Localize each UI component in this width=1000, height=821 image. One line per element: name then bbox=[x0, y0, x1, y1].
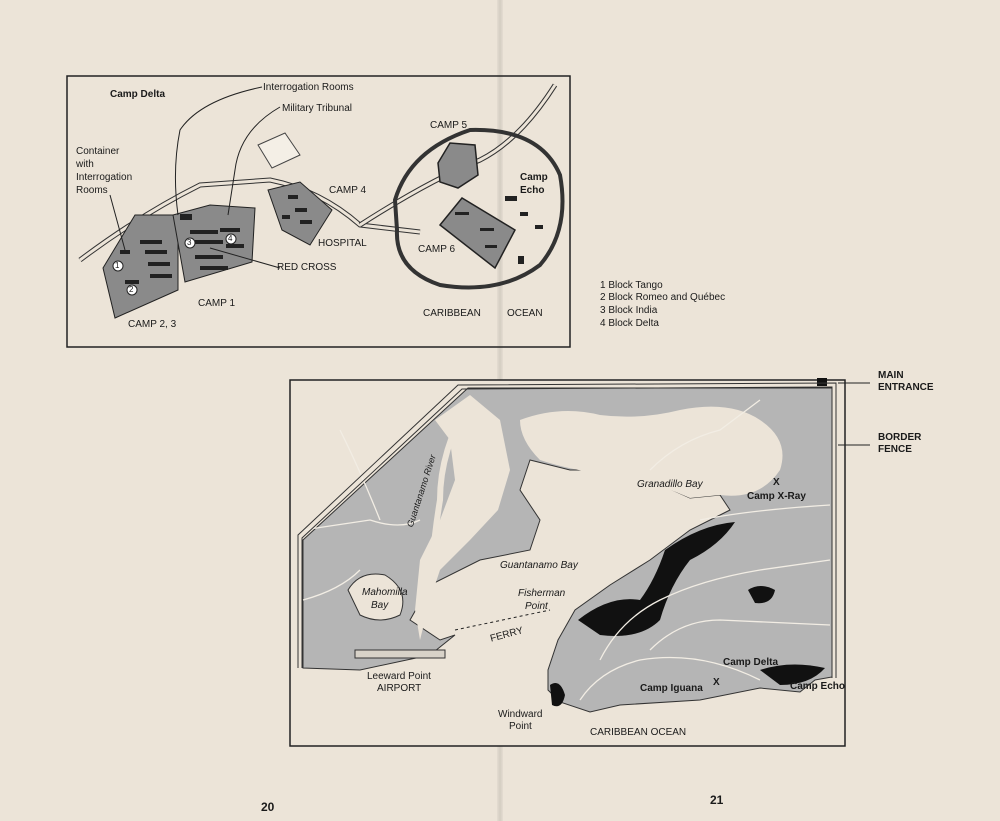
block-marker-3: 3 bbox=[187, 238, 192, 247]
container-label-line3: Interrogation bbox=[76, 172, 133, 183]
camp-iguana-label: Camp Iguana bbox=[640, 683, 703, 694]
camp-delta-title: Camp Delta bbox=[110, 89, 166, 100]
legend-item: 3 Block India bbox=[600, 305, 658, 316]
camp-delta-map-label: Camp Delta bbox=[723, 657, 779, 668]
container-label-line1: Container bbox=[76, 146, 120, 157]
leeward-point-label-line2: AIRPORT bbox=[377, 683, 422, 694]
mahomilla-bay-label-line1: Mahomilla bbox=[362, 587, 408, 598]
guantanamo-bay-map bbox=[289, 378, 870, 747]
fisherman-point-label-line2: Point bbox=[525, 601, 548, 612]
hospital-label: HOSPITAL bbox=[318, 238, 367, 249]
legend-item: 2 Block Romeo and Québec bbox=[600, 292, 726, 303]
camp-xray-marker: X bbox=[773, 477, 780, 488]
interrogation-rooms-label: Interrogation Rooms bbox=[263, 82, 354, 93]
camp-echo-label-line2: Echo bbox=[520, 185, 545, 196]
page-number-left: 20 bbox=[261, 800, 275, 814]
camp4-label: CAMP 4 bbox=[329, 185, 367, 196]
main-entrance-label-line1: MAIN bbox=[878, 370, 904, 381]
windward-point-label-line1: Windward bbox=[498, 709, 543, 720]
red-cross-label: RED CROSS bbox=[277, 262, 337, 273]
page-number-right: 21 bbox=[710, 793, 724, 807]
military-tribunal-label: Military Tribunal bbox=[282, 103, 353, 114]
legend-item: 4 Block Delta bbox=[600, 318, 659, 329]
camp23-label: CAMP 2, 3 bbox=[128, 319, 177, 330]
camp-xray-label: Camp X-Ray bbox=[747, 491, 806, 502]
camp5-label: CAMP 5 bbox=[430, 120, 468, 131]
mahomilla-bay-label-line2: Bay bbox=[371, 600, 389, 611]
camp-delta-inset-map bbox=[66, 75, 571, 348]
granadillo-bay-label: Granadillo Bay bbox=[637, 479, 703, 490]
main-entrance-label-line2: ENTRANCE bbox=[878, 382, 934, 393]
border-fence-label-line2: FENCE bbox=[878, 444, 912, 455]
windward-point-label-line2: Point bbox=[509, 721, 532, 732]
block-marker-4: 4 bbox=[228, 234, 233, 243]
leeward-point-label-line1: Leeward Point bbox=[367, 671, 431, 682]
guantanamo-bay-label: Guantanamo Bay bbox=[500, 560, 578, 571]
caribbean-label: CARIBBEAN bbox=[423, 308, 481, 319]
caribbean-ocean-label: CARIBBEAN OCEAN bbox=[590, 727, 687, 738]
block-marker-2: 2 bbox=[129, 285, 134, 294]
camp-iguana-marker: X bbox=[713, 677, 720, 688]
camp6-label: CAMP 6 bbox=[418, 244, 456, 255]
legend-item: 1 Block Tango bbox=[600, 280, 663, 291]
camp-echo-label-line1: Camp bbox=[520, 172, 548, 183]
camp1-label: CAMP 1 bbox=[198, 298, 236, 309]
block-marker-1: 1 bbox=[115, 261, 120, 270]
ocean-label: OCEAN bbox=[507, 308, 543, 319]
container-label-line2: with bbox=[76, 159, 94, 170]
camp-echo-map-label: Camp Echo bbox=[790, 681, 846, 692]
container-label-line4: Rooms bbox=[76, 185, 108, 196]
fisherman-point-label-line1: Fisherman bbox=[518, 588, 566, 599]
border-fence-label-line1: BORDER bbox=[878, 432, 922, 443]
